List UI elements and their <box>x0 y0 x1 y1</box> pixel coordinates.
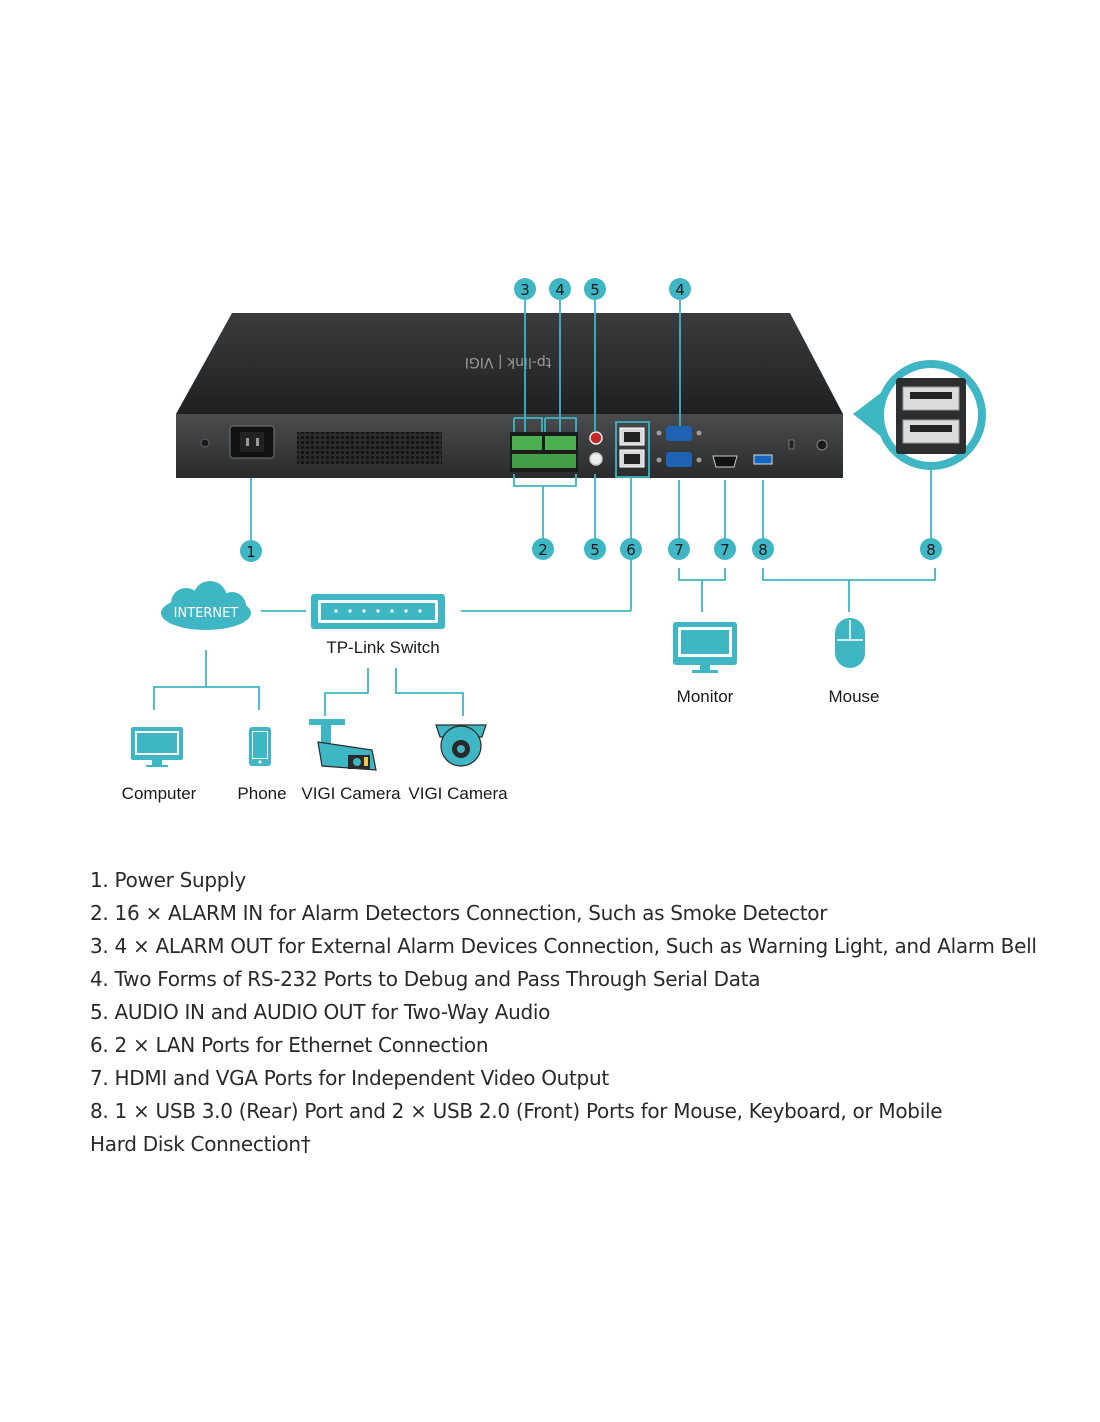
alarm-out-terminal <box>512 436 542 450</box>
alarm-in-terminal <box>512 454 576 468</box>
mouse-label: Mouse <box>828 687 879 706</box>
callout-badge <box>752 538 774 560</box>
callout-number: 4 <box>555 281 565 299</box>
switch-icon <box>311 594 445 629</box>
vent-grille <box>297 432 442 464</box>
mouse-icon <box>835 618 865 668</box>
callout-badge <box>532 538 554 560</box>
callout-number: 8 <box>926 541 936 559</box>
callout-badge <box>584 538 606 560</box>
camera2-label: VIGI Camera <box>408 784 508 803</box>
phone-label: Phone <box>237 784 286 803</box>
callout-number: 6 <box>626 541 636 559</box>
callout-number: 2 <box>538 541 548 559</box>
callout-badge <box>240 540 262 562</box>
computer-label: Computer <box>122 784 197 803</box>
callout-number: 4 <box>675 281 685 299</box>
legend-item: 8. 1 × USB 3.0 (Rear) Port and 2 × USB 2… <box>90 1099 943 1156</box>
turret-camera-icon <box>435 724 487 767</box>
bottom-callouts: 1 2 5 6 7 7 8 8 <box>240 538 942 562</box>
callout-number: 5 <box>590 281 600 299</box>
callout-badge <box>549 278 571 300</box>
legend-item: 3. 4 × ALARM OUT for External Alarm Devi… <box>90 934 1037 958</box>
legend-item: 2. 16 × ALARM IN for Alarm Detectors Con… <box>90 901 828 925</box>
internet-label: INTERNET <box>174 606 239 621</box>
callout-number: 3 <box>520 281 530 299</box>
callout-badge <box>714 538 736 560</box>
monitor-icon <box>673 622 737 673</box>
callout-number: 7 <box>674 541 684 559</box>
audio-in-jack <box>589 431 603 445</box>
monitor-label: Monitor <box>677 687 734 706</box>
vga-port <box>666 452 692 467</box>
legend-item: 1. Power Supply <box>90 868 246 892</box>
usb3-port <box>753 454 773 465</box>
hdmi-port <box>712 455 738 468</box>
callout-badge <box>920 538 942 560</box>
callout-badge <box>584 278 606 300</box>
ground-terminal-icon <box>816 439 828 451</box>
nvr-device: tp-link | VIGI <box>176 313 843 478</box>
callout-badge <box>514 278 536 300</box>
callout-number: 5 <box>590 541 600 559</box>
front-usb-zoom <box>853 360 986 470</box>
callout-number: 1 <box>246 543 256 561</box>
callout-badge <box>668 538 690 560</box>
phone-icon <box>249 727 271 766</box>
legend-item: 6. 2 × LAN Ports for Ethernet Connection <box>90 1033 489 1057</box>
rs485-terminal <box>545 436 576 450</box>
audio-out-jack <box>589 452 603 466</box>
computer-icon <box>131 727 183 767</box>
leader-lines <box>153 300 936 716</box>
top-callouts: 3 4 5 4 <box>514 278 691 300</box>
switch-label: TP-Link Switch <box>326 638 439 657</box>
callout-number: 8 <box>758 541 768 559</box>
connection-diagram: tp-link | VIGI <box>122 278 986 803</box>
callout-badge <box>669 278 691 300</box>
rs232-port <box>666 426 692 441</box>
camera1-label: VIGI Camera <box>301 784 401 803</box>
ground-screw-icon <box>200 438 210 448</box>
legend-item: 7. HDMI and VGA Ports for Independent Vi… <box>90 1066 609 1090</box>
legend-item: 5. AUDIO IN and AUDIO OUT for Two-Way Au… <box>90 1000 551 1024</box>
internet-cloud-icon: INTERNET <box>161 581 251 630</box>
bullet-camera-icon <box>309 719 377 771</box>
lock-slot-icon <box>788 439 795 450</box>
callout-badge <box>620 538 642 560</box>
callout-number: 7 <box>720 541 730 559</box>
device-logo: tp-link | VIGI <box>465 354 552 370</box>
port-legend: 1. Power Supply 2. 16 × ALARM IN for Ala… <box>90 864 1050 1161</box>
legend-item: 4. Two Forms of RS-232 Ports to Debug an… <box>90 967 761 991</box>
